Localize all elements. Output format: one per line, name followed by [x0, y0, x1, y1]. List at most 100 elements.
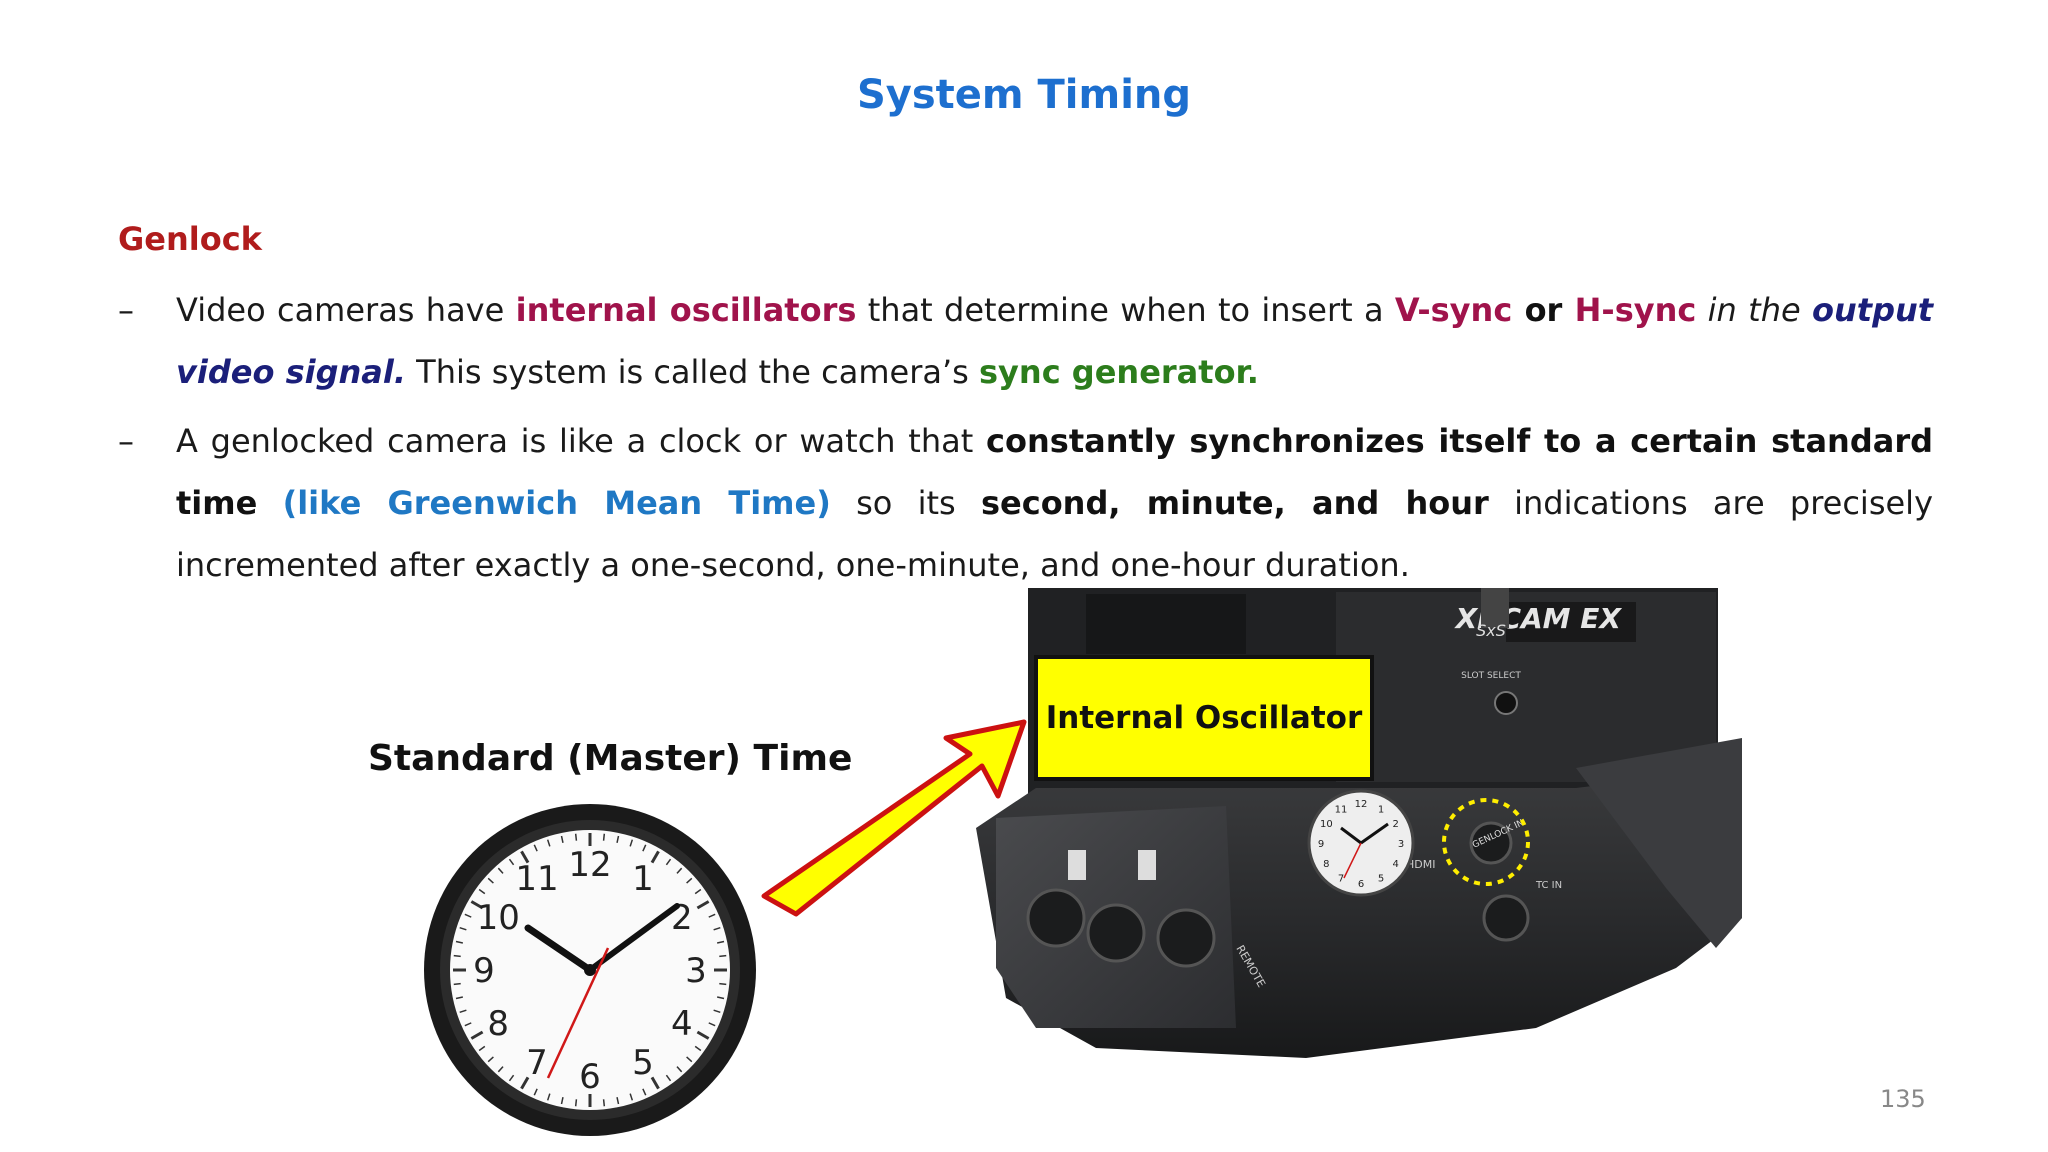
clock-tick	[719, 954, 727, 958]
clock-tick	[642, 1088, 647, 1096]
clock-number: 9	[473, 951, 495, 991]
clock-tick	[464, 913, 472, 918]
clock-tick	[719, 982, 727, 986]
clock-tick	[696, 1030, 710, 1040]
small-clock-number: 8	[1323, 859, 1329, 870]
clock-tick	[616, 1097, 620, 1105]
bullet-item-1: – Video cameras have internal oscillator…	[118, 279, 1933, 403]
hour-hand	[524, 924, 594, 974]
clock-tick	[455, 996, 463, 1000]
clock-tick	[717, 996, 725, 1000]
clock-tick	[487, 877, 494, 884]
clock-tick	[686, 1056, 693, 1063]
slide-title: System Timing	[856, 72, 1192, 118]
highlight-term: (like Greenwich Mean Time)	[282, 484, 831, 522]
camera-photo: XDCAM EX SxS SLOT SELECT REMOTE HDMI TC …	[976, 588, 1742, 1132]
audio-connector	[1026, 888, 1086, 948]
clock-center	[584, 964, 596, 976]
clock-tick	[533, 1088, 538, 1096]
switch	[1138, 850, 1156, 880]
clock-number: 4	[671, 1004, 693, 1044]
clock-tick	[453, 982, 461, 986]
small-clock-number: 9	[1318, 839, 1324, 850]
clock-tick	[470, 900, 484, 910]
slot-select-label: SLOT SELECT	[1461, 671, 1521, 681]
clock-tick	[459, 926, 467, 931]
highlight-term: second, minute, and hour	[980, 484, 1489, 522]
camera-top-panel	[1086, 594, 1246, 654]
small-clock-number: 5	[1378, 874, 1384, 885]
highlight-term: V-sync	[1394, 291, 1513, 329]
clock-tick	[508, 1074, 515, 1082]
section-heading: Genlock	[118, 220, 262, 258]
audio-connector	[1086, 903, 1146, 963]
clock-tick	[459, 1009, 467, 1014]
clock-tick	[455, 940, 463, 944]
clock-tick	[642, 844, 647, 852]
clock-number: 2	[671, 898, 693, 938]
clock-tick	[602, 1099, 606, 1107]
slot-select-button	[1494, 691, 1518, 715]
text-run: so its	[830, 484, 981, 522]
dashed-circle-icon	[1442, 798, 1530, 886]
clock-tick	[497, 1066, 504, 1073]
highlight-term: constantly synchronizes itself to a cert…	[176, 422, 1934, 522]
small-clock-number: 4	[1392, 859, 1398, 870]
audio-connector	[1156, 908, 1216, 968]
clock-tick	[508, 858, 515, 866]
clock-tick	[676, 867, 683, 874]
clock-tick	[602, 833, 606, 841]
clock-number: 6	[579, 1057, 601, 1097]
highlight-term: sync generator.	[979, 353, 1259, 391]
clock-tick	[574, 833, 578, 841]
clock-number: 1	[632, 859, 654, 899]
page-number: 135	[1880, 1085, 1926, 1113]
clock-number: 8	[487, 1004, 509, 1044]
clock-tick	[713, 1009, 721, 1014]
clock-tick	[574, 1099, 578, 1107]
clock-tick	[478, 888, 486, 895]
small-clock-number: 12	[1355, 799, 1368, 810]
clock-tick	[478, 1045, 486, 1052]
oscillator-callout: Internal Oscillator	[1034, 655, 1374, 781]
tc-label: TC IN	[1535, 880, 1562, 891]
clock-tick	[696, 900, 710, 910]
switch	[1068, 850, 1086, 880]
minute-hand	[587, 903, 680, 973]
clock-tick	[520, 1076, 530, 1090]
clock-tick	[560, 1097, 564, 1105]
arrow-icon	[760, 700, 1060, 930]
small-clock-number: 10	[1320, 819, 1333, 830]
clock-tick	[616, 835, 620, 843]
bullet-text: A genlocked camera is like a clock or wa…	[176, 410, 1933, 596]
clock-tick	[676, 1066, 683, 1073]
clock-tick	[650, 850, 660, 864]
clock-tick	[665, 858, 672, 866]
small-clock-number: 2	[1392, 819, 1398, 830]
arrow-graphic	[761, 719, 1027, 917]
bullet-dash: –	[118, 422, 134, 460]
clock-tick	[520, 850, 530, 864]
text-run: This system is called the camera’s	[405, 353, 979, 391]
clock-tick	[560, 835, 564, 843]
clock-tick	[713, 926, 721, 931]
highlight-term: output video signal.	[176, 291, 1934, 391]
bullet-item-2: – A genlocked camera is like a clock or …	[118, 410, 1933, 596]
clock-tick	[708, 913, 716, 918]
clock-tick	[470, 1030, 484, 1040]
text-run: A genlocked camera is like a clock or wa…	[176, 422, 987, 460]
clock-tick	[686, 877, 693, 884]
clock-tick	[497, 867, 504, 874]
clock-tick	[665, 1074, 672, 1082]
highlight-term: internal oscillators	[515, 291, 857, 329]
clock-tick	[708, 1022, 716, 1027]
camera-handle	[1576, 738, 1742, 948]
clock-number: 12	[568, 845, 611, 885]
second-hand	[546, 947, 610, 1079]
clock-tick	[546, 839, 551, 847]
clock-tick	[533, 844, 538, 852]
